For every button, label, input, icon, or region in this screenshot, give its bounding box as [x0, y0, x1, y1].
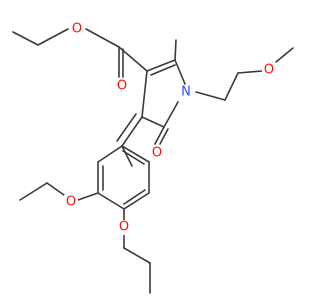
- bond-lactam-o-1: [154, 126, 165, 145]
- bond-ring-c4-c3: [141, 70, 148, 118]
- atom-o-lactam: O: [150, 145, 164, 161]
- atom-n-ring-label: N: [181, 85, 191, 100]
- bond-n-ch2: [195, 91, 226, 101]
- atom-labels: O O O N O O O: [64, 22, 276, 235]
- bond-benz-c1-c2: [97, 145, 123, 163]
- bond-ester-o-c: [37, 28, 69, 46]
- bond-ring-c5-c4: [141, 116, 165, 128]
- bond-ester-methyl: [12, 31, 39, 46]
- atom-o-ester-carbonyl: O: [116, 78, 129, 94]
- bond-benz-c6-c1b: [121, 145, 150, 163]
- atom-o-methoxyethyl-label: O: [264, 63, 274, 78]
- atom-o-propoxy-label: O: [119, 220, 129, 235]
- bond-ester-omethyl-carbonyl: [85, 28, 120, 48]
- atom-o-ester-methoxy: O: [70, 22, 83, 37]
- bond-ch2-ch2: [224, 72, 239, 101]
- bond-benz-c4-c5-inner: [123, 189, 146, 205]
- atom-o-lactam-label: O: [152, 146, 162, 161]
- bonds: [12, 28, 294, 294]
- atom-o-ester-methoxy-label: O: [72, 22, 82, 37]
- atom-o-ethoxy-label: O: [66, 195, 76, 210]
- bond-ethoxy-o-ch2: [46, 182, 65, 196]
- bond-benz-c3-c4: [97, 192, 125, 210]
- bond-benz-c4-c5: [123, 192, 150, 210]
- bond-carbonyl-ring: [118, 46, 148, 72]
- bond-ring-c3-c2-b: [150, 64, 176, 76]
- atom-o-methoxyethyl: O: [262, 63, 276, 78]
- atom-o-ester-carbonyl-label: O: [117, 79, 127, 94]
- bond-ring-c2-methyl: [174, 39, 177, 61]
- bond-ch2-o: [237, 70, 263, 74]
- bond-ethoxy-ch2-ch3: [19, 182, 48, 201]
- molecule-svg: O O O N O O O: [12, 22, 294, 294]
- structure-diagram: O O O N O O O: [12, 21, 294, 294]
- bond-ring-c2-n: [174, 59, 186, 85]
- bond-benz-c1-c6: [121, 145, 133, 167]
- atom-o-propoxy: O: [117, 220, 131, 235]
- bond-ethoxy-c-o: [77, 192, 99, 201]
- bond-propoxy-ch2-ch2: [123, 247, 151, 264]
- bond-o-methyl: [275, 47, 294, 63]
- atom-n-ring: N: [179, 85, 193, 100]
- bond-lactam-o-2: [159, 128, 169, 145]
- bond-ring-c3-c2-a: [146, 59, 176, 72]
- bond-exo-double-b: [116, 113, 137, 142]
- bond-exo-double-a: [121, 116, 143, 147]
- bond-ring-n-c5: [163, 101, 179, 128]
- atom-o-ethoxy: O: [64, 195, 78, 210]
- bond-benz-c6-c1b-inner: [122, 150, 145, 165]
